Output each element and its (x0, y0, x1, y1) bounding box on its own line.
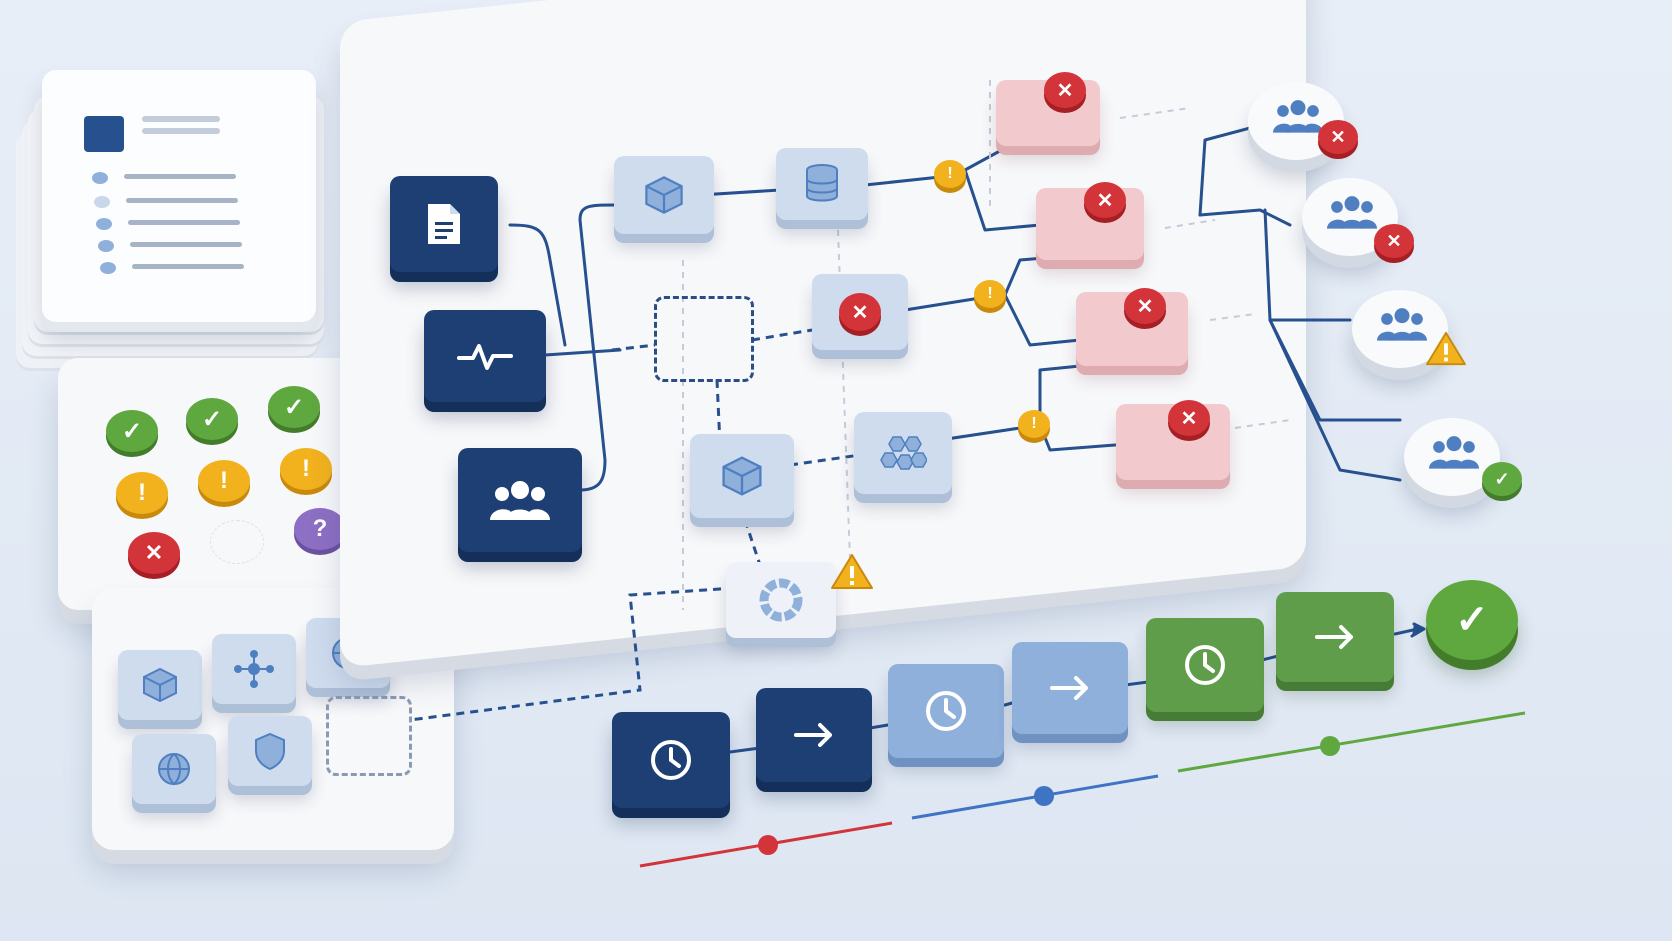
shield-icon (255, 732, 285, 771)
network-tile[interactable] (212, 634, 296, 704)
check-badge: ✓ (106, 410, 158, 452)
clock-icon (926, 691, 966, 731)
warning-badge: ! (198, 460, 250, 502)
clock-icon (651, 740, 691, 780)
arrow-right-icon (794, 723, 832, 747)
error-badge: ✕ (839, 293, 881, 331)
cube-icon (645, 176, 683, 214)
cluster-icon (880, 436, 927, 470)
database-icon (806, 164, 838, 202)
error-badge: ✕ (1044, 72, 1086, 108)
arrow-right-icon (1050, 676, 1088, 700)
error-badge: ✕ (128, 532, 180, 574)
timeline-clock-step[interactable] (888, 664, 1004, 758)
success-badge: ✓ (1482, 462, 1522, 496)
clock-icon (1185, 645, 1225, 685)
cube-icon (143, 667, 177, 703)
shield-tile[interactable] (228, 716, 312, 786)
cluster-node[interactable] (854, 412, 952, 494)
database-node[interactable] (776, 148, 868, 220)
timeline-arrow-step[interactable] (1276, 592, 1394, 682)
user-group-puck[interactable]: ✕ (1302, 178, 1414, 258)
error-output-node[interactable]: ✕ (1036, 182, 1144, 260)
timeline-complete-badge[interactable]: ✓ (1426, 580, 1518, 660)
check-badge: ✓ (268, 386, 320, 428)
warning-badge: ! (1018, 410, 1050, 438)
error-output-node[interactable]: ✕ (1116, 400, 1230, 480)
users-icon (1377, 308, 1427, 341)
check-badge: ✓ (186, 398, 238, 440)
error-badge: ✕ (1318, 120, 1358, 154)
header-line (142, 128, 220, 134)
status-legend-panel: ✓ ✓ ✓ ! ! ! ✕ ? (58, 358, 386, 610)
users-icon (1429, 436, 1479, 469)
network-icon (234, 650, 274, 688)
warning-badge: ! (116, 472, 168, 514)
document-source-node[interactable] (390, 176, 498, 272)
user-group-puck[interactable]: ✓ (1404, 418, 1522, 496)
empty-slot (210, 520, 264, 564)
error-node[interactable]: ✕ (812, 274, 908, 350)
cube-tile[interactable] (118, 650, 202, 720)
square-icon (84, 116, 124, 152)
timeline-clock-step[interactable] (1146, 618, 1264, 712)
user-group-puck[interactable] (1352, 290, 1466, 368)
ring-icon (759, 578, 803, 622)
user-group-puck[interactable]: ✕ (1248, 82, 1358, 160)
warning-badge: ! (280, 448, 332, 490)
question-badge: ? (294, 508, 346, 550)
error-output-node[interactable]: ✕ (1076, 288, 1188, 366)
ring-node[interactable] (726, 562, 836, 638)
error-badge: ✕ (1374, 224, 1414, 258)
placeholder-node[interactable] (654, 296, 754, 382)
timeline-clock-step[interactable] (612, 712, 730, 808)
timeline-arrow-step[interactable] (1012, 642, 1128, 734)
timeline-arrow-step[interactable] (756, 688, 872, 782)
activity-icon (457, 344, 513, 370)
error-output-node[interactable]: ✕ (996, 72, 1100, 146)
warning-badge: ! (934, 160, 966, 188)
warning-triangle-icon (830, 552, 874, 597)
globe-tile[interactable] (132, 734, 216, 804)
cube-icon (722, 456, 762, 496)
header-line (142, 116, 220, 122)
document-card[interactable] (42, 70, 316, 322)
document-stack (16, 70, 326, 375)
cube-node[interactable] (614, 156, 714, 234)
users-icon (1273, 100, 1323, 133)
warning-badge: ! (974, 280, 1006, 308)
error-badge: ✕ (1168, 400, 1210, 436)
empty-dashed-slot[interactable] (326, 696, 412, 776)
activity-source-node[interactable] (424, 310, 546, 402)
error-badge: ✕ (1124, 288, 1166, 324)
users-icon (1327, 196, 1377, 229)
users-icon (490, 481, 550, 520)
warning-triangle-icon (1426, 331, 1466, 366)
globe-icon (158, 753, 190, 786)
document-icon (428, 204, 460, 244)
cube-node[interactable] (690, 434, 794, 518)
error-badge: ✕ (1084, 182, 1126, 218)
users-source-node[interactable] (458, 448, 582, 552)
arrow-right-icon (1315, 625, 1353, 649)
component-palette-panel (92, 588, 454, 850)
